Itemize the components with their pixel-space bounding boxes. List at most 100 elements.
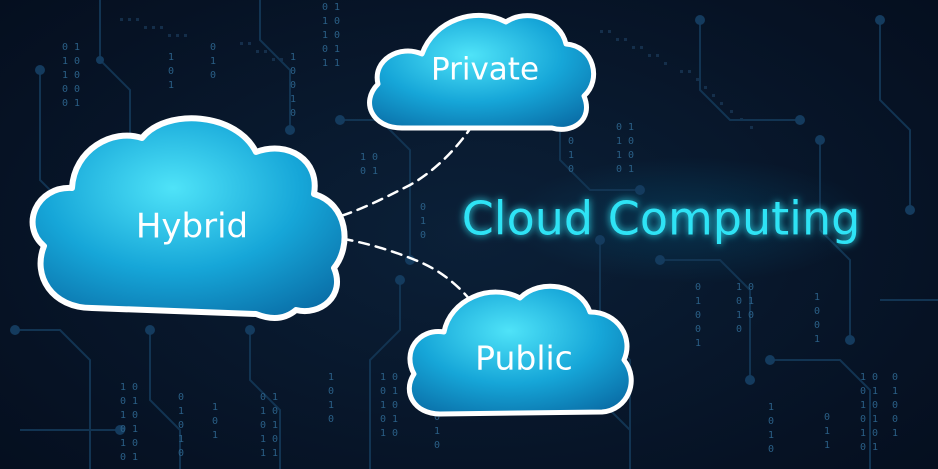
svg-text:1: 1 xyxy=(824,440,830,451)
svg-text:1: 1 xyxy=(168,52,174,63)
svg-text:1: 1 xyxy=(212,430,218,441)
svg-text:0 1: 0 1 xyxy=(860,442,878,453)
svg-text:0: 0 xyxy=(434,440,440,451)
svg-text:1 0: 1 0 xyxy=(616,150,634,161)
svg-text:0: 0 xyxy=(768,444,774,455)
svg-text:0: 0 xyxy=(168,66,174,77)
hybrid-cloud: Hybrid xyxy=(29,115,348,321)
svg-text:0: 0 xyxy=(420,230,426,241)
svg-text:0: 0 xyxy=(290,80,296,91)
svg-text:0: 0 xyxy=(768,416,774,427)
svg-text:0 1: 0 1 xyxy=(736,296,754,307)
svg-text:1: 1 xyxy=(210,56,216,67)
svg-text:1: 1 xyxy=(568,150,574,161)
svg-text:1 0: 1 0 xyxy=(120,438,138,449)
svg-text:0 1: 0 1 xyxy=(120,396,138,407)
svg-text:1 0: 1 0 xyxy=(860,372,878,383)
svg-text:1: 1 xyxy=(178,406,184,417)
world-map-dots xyxy=(120,18,753,129)
svg-text:1 0: 1 0 xyxy=(380,372,398,383)
svg-text:0 1: 0 1 xyxy=(380,386,398,397)
svg-text:1 0: 1 0 xyxy=(860,428,878,439)
svg-text:1: 1 xyxy=(212,402,218,413)
circuit-traces xyxy=(15,0,938,469)
svg-text:1: 1 xyxy=(695,296,701,307)
svg-text:1 0: 1 0 xyxy=(322,16,340,27)
private-cloud-label: Private xyxy=(431,52,539,88)
svg-text:0 1: 0 1 xyxy=(120,424,138,435)
svg-text:1 1: 1 1 xyxy=(322,58,340,69)
svg-text:1 0: 1 0 xyxy=(380,428,398,439)
svg-text:0: 0 xyxy=(695,324,701,335)
svg-text:1: 1 xyxy=(814,334,820,345)
svg-text:0 1: 0 1 xyxy=(380,414,398,425)
svg-text:0 1: 0 1 xyxy=(120,452,138,463)
svg-text:1: 1 xyxy=(768,402,774,413)
private-cloud: Private xyxy=(367,12,597,132)
hybrid-cloud-label: Hybrid xyxy=(136,207,248,247)
svg-text:1: 1 xyxy=(892,428,898,439)
svg-text:1: 1 xyxy=(178,434,184,445)
svg-text:0: 0 xyxy=(290,108,296,119)
svg-text:0: 0 xyxy=(420,202,426,213)
svg-text:1 0: 1 0 xyxy=(360,152,378,163)
svg-text:0 1: 0 1 xyxy=(260,420,278,431)
svg-text:0: 0 xyxy=(434,412,440,423)
svg-text:0 0: 0 0 xyxy=(62,84,80,95)
svg-text:0: 0 xyxy=(814,306,820,317)
svg-text:1 0: 1 0 xyxy=(616,136,634,147)
svg-text:0: 0 xyxy=(178,420,184,431)
svg-text:1: 1 xyxy=(768,430,774,441)
svg-text:1 0: 1 0 xyxy=(120,382,138,393)
svg-text:0: 0 xyxy=(210,42,216,53)
svg-text:1 0: 1 0 xyxy=(860,400,878,411)
svg-text:1 0: 1 0 xyxy=(736,282,754,293)
svg-text:0 1: 0 1 xyxy=(322,44,340,55)
svg-text:0: 0 xyxy=(178,392,184,403)
svg-text:0: 0 xyxy=(892,414,898,425)
public-cloud: Public xyxy=(406,283,634,417)
svg-text:1 0: 1 0 xyxy=(380,400,398,411)
public-cloud-label: Public xyxy=(475,339,573,378)
svg-text:0: 0 xyxy=(814,320,820,331)
hybrid-cloud-shape xyxy=(29,115,348,321)
svg-text:1 1: 1 1 xyxy=(260,448,278,459)
svg-text:0 1: 0 1 xyxy=(62,42,80,53)
svg-text:1: 1 xyxy=(290,94,296,105)
svg-text:0 1: 0 1 xyxy=(62,98,80,109)
private-cloud-shape xyxy=(367,12,597,132)
headline-cloud-computing: Cloud Computing xyxy=(462,192,861,246)
svg-text:1: 1 xyxy=(814,292,820,303)
svg-text:0: 0 xyxy=(824,412,830,423)
public-cloud-shape xyxy=(406,283,634,417)
svg-text:0 1: 0 1 xyxy=(860,386,878,397)
svg-text:0 1: 0 1 xyxy=(260,392,278,403)
svg-text:1: 1 xyxy=(328,400,334,411)
svg-text:1 0: 1 0 xyxy=(322,30,340,41)
svg-text:0 1: 0 1 xyxy=(616,164,634,175)
svg-text:1 0: 1 0 xyxy=(62,56,80,67)
svg-text:0: 0 xyxy=(695,310,701,321)
svg-text:1: 1 xyxy=(695,338,701,349)
svg-text:0: 0 xyxy=(178,448,184,459)
svg-text:1: 1 xyxy=(420,216,426,227)
svg-text:0: 0 xyxy=(568,164,574,175)
svg-text:1 0: 1 0 xyxy=(260,434,278,445)
svg-text:1: 1 xyxy=(328,372,334,383)
svg-text:0: 0 xyxy=(212,416,218,427)
svg-text:0: 0 xyxy=(736,324,742,335)
svg-text:1 0: 1 0 xyxy=(736,310,754,321)
svg-text:0: 0 xyxy=(210,70,216,81)
svg-text:0: 0 xyxy=(568,136,574,147)
svg-text:0: 0 xyxy=(892,372,898,383)
svg-text:0 1: 0 1 xyxy=(360,166,378,177)
svg-text:0: 0 xyxy=(328,386,334,397)
svg-text:0 1: 0 1 xyxy=(860,414,878,425)
svg-text:1 0: 1 0 xyxy=(260,406,278,417)
svg-text:0 1: 0 1 xyxy=(322,2,340,13)
svg-text:0: 0 xyxy=(892,400,898,411)
svg-text:1 0: 1 0 xyxy=(120,410,138,421)
